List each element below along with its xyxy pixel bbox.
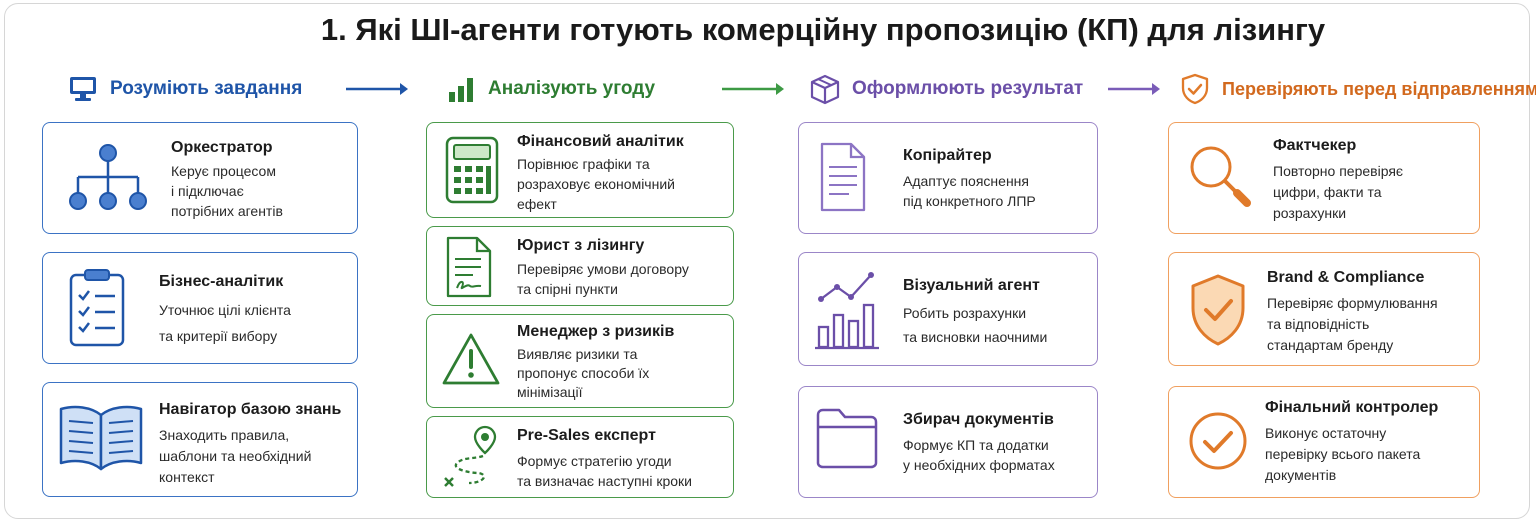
- chart-trend-icon: [813, 267, 883, 353]
- agent-description: Формує КП та додатки у необхідних формат…: [903, 437, 1055, 473]
- agent-card-document-collector: Збирач документів Формує КП та додатки у…: [798, 386, 1098, 498]
- agent-title: Менеджер з ризиків: [517, 323, 675, 340]
- open-book-icon: [55, 401, 147, 473]
- column-header-format: Оформлюють результат: [808, 72, 1084, 106]
- folder-icon: [815, 405, 879, 471]
- column-header-analyze: Аналізують угоду: [444, 74, 655, 104]
- agent-description: Уточнює цілі клієнта та критерії вибору: [159, 302, 291, 344]
- circle-check-icon: [1183, 403, 1253, 479]
- agent-card-final-controller: Фінальний контролер Виконує остаточну пе…: [1168, 386, 1480, 498]
- agent-title: Оркестратор: [171, 139, 273, 156]
- agent-title: Фактчекер: [1273, 137, 1357, 154]
- agent-description: Виконує остаточну перевірку всього пакет…: [1265, 425, 1421, 483]
- agent-card-risk-manager: Менеджер з ризиків Виявляє ризики та про…: [426, 314, 734, 408]
- agent-title: Бізнес-аналітик: [159, 273, 284, 290]
- agent-description: Знаходить правила, шаблони та необхідний…: [159, 427, 312, 485]
- agent-card-brand-compliance: Brand & Compliance Перевіряє формулюванн…: [1168, 252, 1480, 366]
- agent-card-knowledge-navigator: Навігатор базою знань Знаходить правила,…: [42, 382, 358, 497]
- package-icon: [808, 72, 842, 106]
- agent-description: Порівнює графіки та розраховує економічн…: [517, 156, 675, 212]
- agent-card-financial-analyst: Фінансовий аналітик Порівнює графіки та …: [426, 122, 734, 218]
- agent-card-business-analyst: Бізнес-аналітик Уточнює цілі клієнта та …: [42, 252, 358, 364]
- agent-card-factchecker: Фактчекер Повторно перевіряє цифри, факт…: [1168, 122, 1480, 234]
- agent-description: Керує процесом і підключає потрібних аге…: [171, 163, 283, 219]
- agent-description: Повторно перевіряє цифри, факти та розра…: [1273, 163, 1404, 221]
- agent-title: Фінансовий аналітик: [517, 133, 684, 150]
- signed-document-icon: [443, 235, 495, 299]
- shield-check-icon: [1183, 267, 1253, 353]
- bar-chart-icon: [444, 72, 478, 106]
- org-chart-icon: [65, 141, 151, 217]
- agent-description: Робить розрахунки та висновки наочними: [903, 305, 1048, 345]
- column-header-verify: Перевіряють перед відправленням: [1178, 72, 1536, 106]
- flow-arrow: [1108, 83, 1160, 95]
- route-pin-icon: [439, 423, 501, 493]
- agent-description: Перевіряє формулювання та відповідність …: [1267, 295, 1438, 353]
- flow-arrow: [346, 83, 408, 95]
- agent-description: Перевіряє умови договору та спірні пункт…: [517, 261, 689, 297]
- agent-description: Виявляє ризики та пропонує способи їх мі…: [517, 346, 650, 400]
- magnifier-icon: [1185, 141, 1253, 211]
- calculator-icon: [443, 135, 501, 205]
- flow-arrow: [722, 83, 784, 95]
- agent-title: Юрист з лізингу: [517, 237, 645, 254]
- agent-title: Pre-Sales експерт: [517, 427, 656, 444]
- agent-title: Навігатор базою знань: [159, 401, 342, 418]
- monitor-icon: [66, 72, 100, 106]
- column-heading: Перевіряють перед відправленням: [1222, 78, 1536, 99]
- column-heading: Аналізують угоду: [488, 78, 656, 99]
- agent-description: Формує стратегію угоди та визначає насту…: [517, 453, 692, 489]
- column-header-understand: Розуміють завдання: [66, 74, 302, 104]
- clipboard-checklist-icon: [65, 267, 129, 349]
- agent-card-presales-expert: Pre-Sales експерт Формує стратегію угоди…: [426, 416, 734, 498]
- agent-title: Фінальний контролер: [1265, 399, 1439, 416]
- agent-title: Копірайтер: [903, 147, 992, 164]
- column-heading: Розуміють завдання: [110, 78, 303, 99]
- text-document-icon: [819, 141, 867, 213]
- agent-description: Адаптує пояснення під конкретного ЛПР: [903, 173, 1036, 209]
- page-title: 1. Які ШІ-агенти готують комерційну проп…: [320, 12, 1326, 47]
- shield-check-icon: [1178, 72, 1212, 106]
- agent-title: Збирач документів: [903, 411, 1054, 428]
- column-heading: Оформлюють результат: [852, 78, 1084, 99]
- agent-card-orchestrator: Оркестратор Керує процесом і підключає п…: [42, 122, 358, 234]
- agent-card-leasing-lawyer: Юрист з лізингу Перевіряє умови договору…: [426, 226, 734, 306]
- agent-card-visual-agent: Візуальний агент Робить розрахунки та ви…: [798, 252, 1098, 366]
- agent-card-copywriter: Копірайтер Адаптує пояснення під конкрет…: [798, 122, 1098, 234]
- agent-title: Brand & Compliance: [1267, 269, 1425, 286]
- warning-icon: [441, 329, 501, 389]
- agent-title: Візуальний агент: [903, 277, 1040, 294]
